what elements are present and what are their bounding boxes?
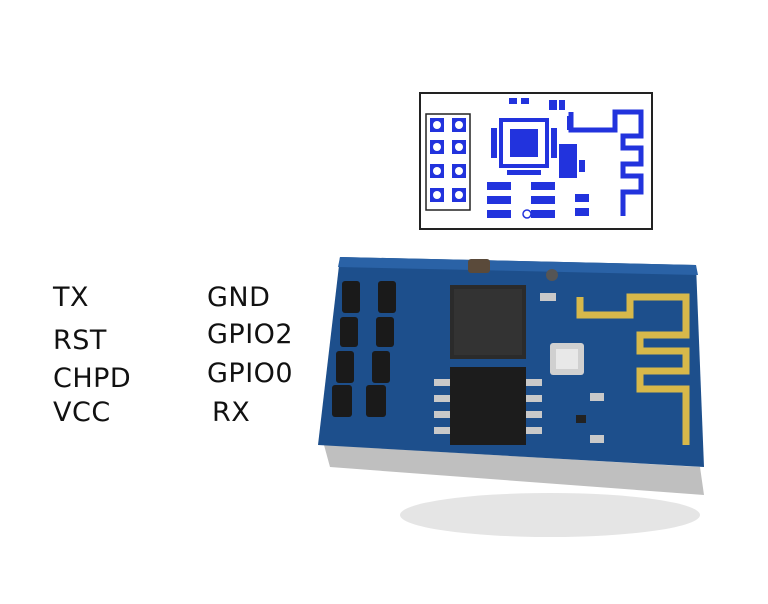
esp8266-chip-top xyxy=(454,289,522,355)
pin-label-gpio2: GPIO2 xyxy=(207,319,294,350)
pin-label-gpio0: GPIO0 xyxy=(207,358,294,389)
small-components xyxy=(468,259,604,443)
flash-chip xyxy=(450,367,526,445)
header-pins xyxy=(332,281,396,417)
module-edge xyxy=(324,445,704,495)
diagram-chip xyxy=(491,98,565,175)
esp01-module xyxy=(318,257,704,537)
pin-label-tx: TX xyxy=(53,282,89,313)
pin-label-rst: RST xyxy=(53,325,107,356)
crystal-top xyxy=(556,349,578,369)
diagram-header-pins xyxy=(425,113,471,211)
pin-label-gnd: GND xyxy=(207,282,271,313)
pin-label-vcc: VCC xyxy=(53,397,111,428)
diagram-antenna-trace xyxy=(568,109,644,216)
pcb-board xyxy=(318,257,704,467)
module-shadow xyxy=(400,493,700,537)
flash-chip-legs xyxy=(434,379,542,434)
pcb-layout-diagram xyxy=(419,92,653,230)
pin-label-rx: RX xyxy=(212,397,251,428)
pcb-highlight xyxy=(338,257,698,275)
pin-label-chpd: CHPD xyxy=(53,363,132,394)
antenna-trace xyxy=(576,293,690,445)
